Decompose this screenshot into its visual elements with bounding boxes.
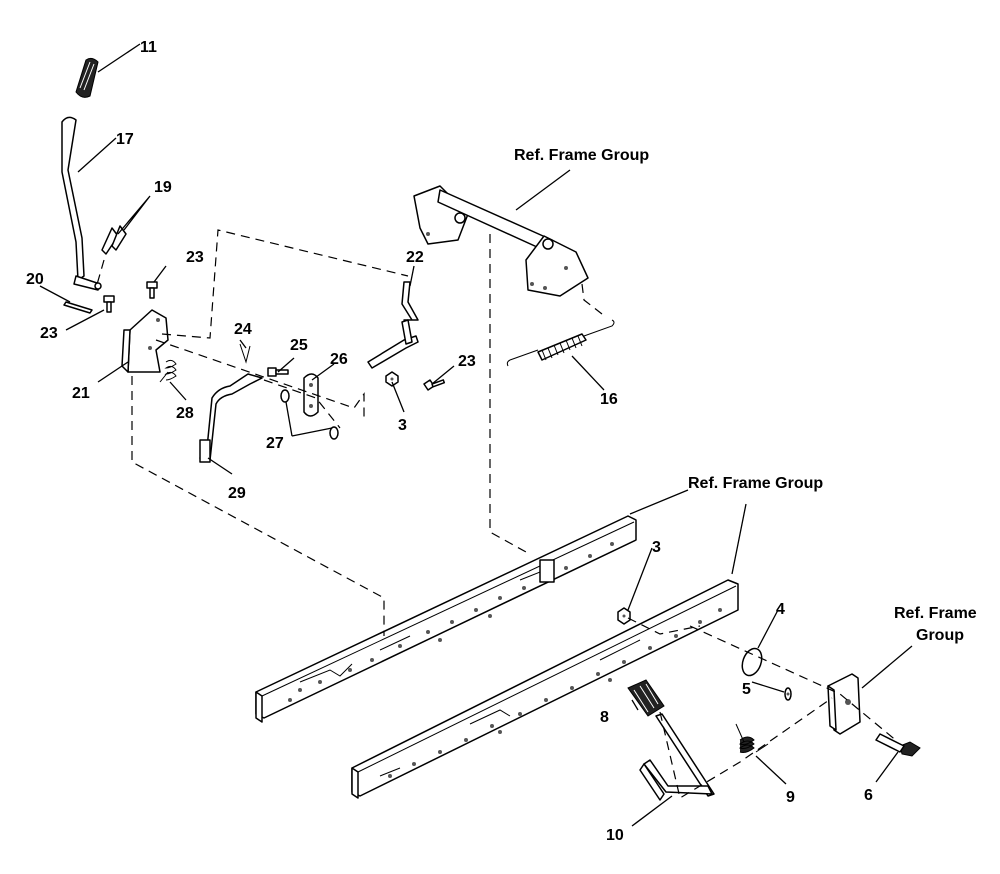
- callout-16: 16: [600, 391, 618, 408]
- callout-8: 8: [600, 709, 609, 726]
- callout-26: 26: [330, 351, 348, 368]
- callout-25: 25: [290, 337, 308, 354]
- leader-lines: [39, 43, 913, 827]
- pin-24: [239, 343, 251, 364]
- nut-3-upper: [385, 371, 399, 387]
- shift-lever-17: [61, 116, 102, 291]
- washer-5: [784, 687, 792, 701]
- frame-upper: [413, 185, 589, 297]
- link-rod-29: [199, 373, 263, 463]
- callout-21: 21: [72, 385, 90, 402]
- callout-5: 5: [742, 681, 751, 698]
- bolt-23-upper: [146, 281, 158, 299]
- ref-frame-group-right-line1: Ref. Frame: [894, 605, 977, 622]
- callout-9: 9: [786, 789, 795, 806]
- pins-19: [101, 225, 127, 255]
- pedal-lever-10: [639, 713, 715, 801]
- frame-rail-left: [255, 515, 637, 723]
- callout-29: 29: [228, 485, 246, 502]
- callout-3-upper: 3: [398, 417, 407, 434]
- bolt-6: [875, 733, 921, 757]
- ref-frame-group-top: Ref. Frame Group: [514, 147, 649, 164]
- callout-23-left: 23: [40, 325, 58, 342]
- pin-20: [63, 301, 93, 314]
- callout-3-lower: 3: [652, 539, 661, 556]
- grip-8: [627, 679, 665, 717]
- ref-frame-group-right-line2: Group: [916, 627, 964, 644]
- frame-rail-right: [351, 579, 739, 799]
- callout-17: 17: [116, 131, 134, 148]
- bolt-25: [267, 367, 289, 377]
- callout-28: 28: [176, 405, 194, 422]
- callout-20: 20: [26, 271, 44, 288]
- callout-19: 19: [154, 179, 172, 196]
- washer-4: [741, 647, 763, 677]
- spring-16: [506, 319, 615, 367]
- callout-labels: 11 17 19 20 23 23 21 28 24 25 26 27 29 2…: [26, 39, 873, 844]
- callout-6: 6: [864, 787, 873, 804]
- callout-22: 22: [406, 249, 424, 266]
- knob-11: [75, 57, 99, 98]
- spring-28: [159, 359, 177, 383]
- callout-10: 10: [606, 827, 624, 844]
- callout-4: 4: [776, 601, 785, 618]
- bracket-21: [121, 309, 169, 373]
- callout-23-right: 23: [458, 353, 476, 370]
- spring-9: [735, 723, 769, 753]
- bolt-23-left: [103, 295, 115, 313]
- callout-24: 24: [234, 321, 252, 338]
- reference-labels: Ref. Frame Group Ref. Frame Group Ref. F…: [514, 147, 977, 644]
- nut-3-lower: [617, 607, 631, 625]
- callout-11: 11: [140, 39, 157, 56]
- plate-26: [303, 373, 319, 417]
- connection-lines: [95, 229, 899, 799]
- ref-frame-group-middle: Ref. Frame Group: [688, 475, 823, 492]
- washers-27: [280, 389, 339, 440]
- callout-27: 27: [266, 435, 284, 452]
- bolt-23-right: [423, 379, 446, 391]
- frame-bracket-right: [827, 673, 861, 735]
- link-rod-22: [367, 281, 419, 369]
- callout-23-upper: 23: [186, 249, 204, 266]
